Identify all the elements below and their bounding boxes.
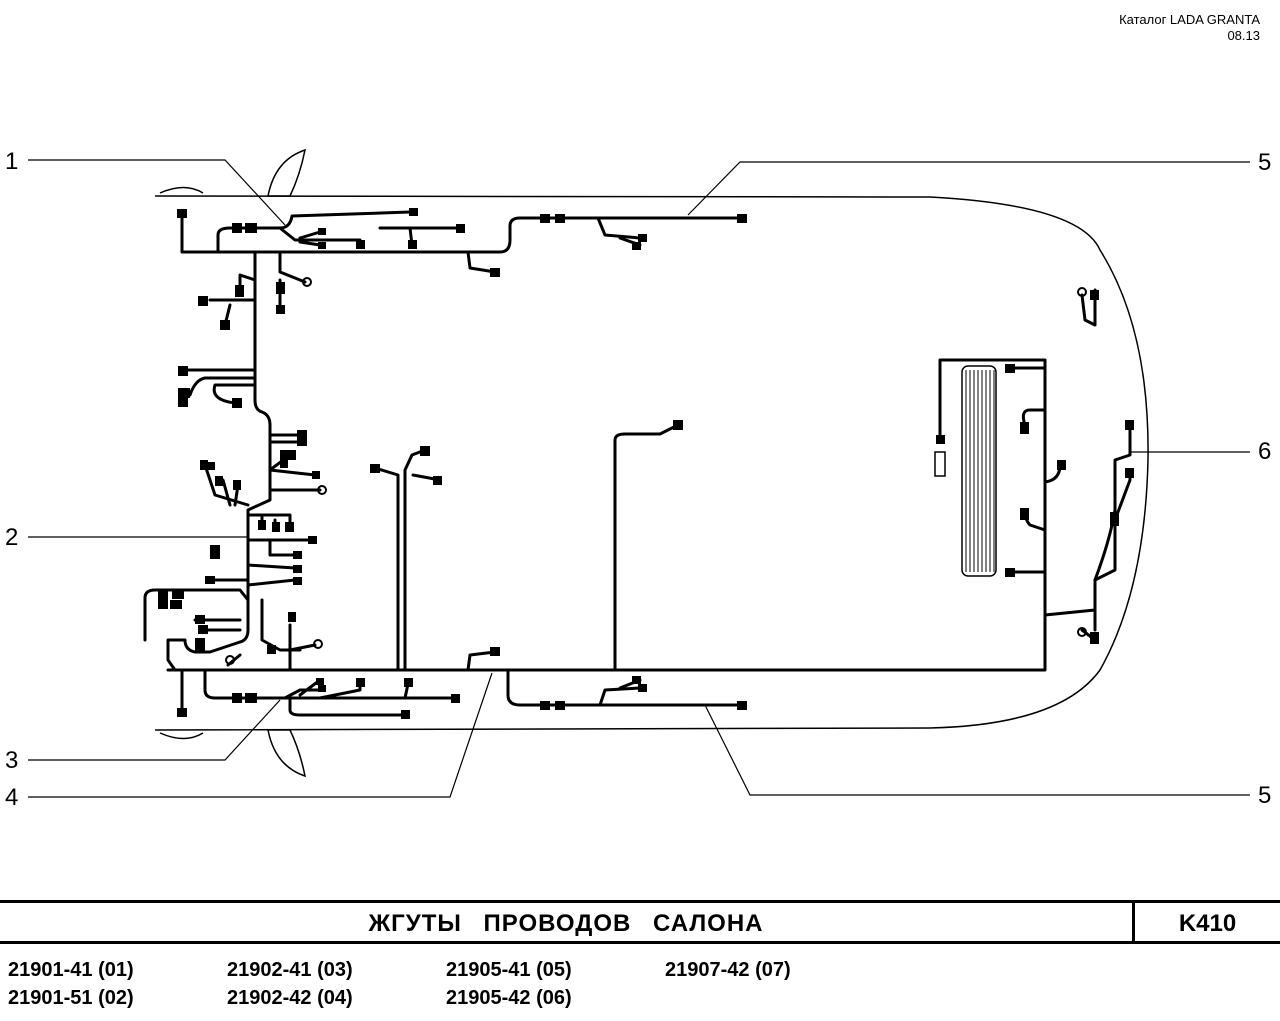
left-mirror-top: [267, 148, 306, 197]
callout-2: 2: [5, 524, 19, 551]
callout-5-top: 5: [1258, 149, 1272, 176]
catalog-title: Каталог LADA GRANTA: [1119, 12, 1260, 27]
page-title: ЖГУТЫ ПРОВОДОВ САЛОНА: [368, 910, 764, 937]
part-code: 21902-42 (04): [227, 987, 353, 1009]
title-bar: ЖГУТЫ ПРОВОДОВ САЛОНА K410: [0, 900, 1280, 944]
left-mirror-bottom: [267, 729, 306, 778]
part-code: 21905-42 (06): [446, 987, 572, 1009]
part-code: 21901-41 (01): [8, 959, 134, 981]
callout-6: 6: [1258, 438, 1272, 465]
callout-1: 1: [5, 148, 19, 175]
ground-terminals: [225, 277, 1087, 665]
rear-window-heater: [934, 365, 997, 577]
page-code: K410: [1132, 903, 1280, 941]
leader-lines: [28, 159, 1250, 798]
part-code: 21905-41 (05): [446, 959, 572, 981]
wiring-diagram: [28, 148, 1250, 798]
callout-3: 3: [5, 747, 19, 774]
catalog-header: Каталог LADA GRANTA 08.13: [1119, 12, 1260, 44]
part-code: 21902-41 (03): [227, 959, 353, 981]
callout-5-bottom: 5: [1258, 782, 1272, 809]
car-body-outline: [154, 148, 1149, 778]
part-code: 21907-42 (07): [665, 959, 791, 981]
callout-4: 4: [5, 784, 19, 811]
connectors: [158, 208, 1134, 719]
catalog-date: 08.13: [1227, 28, 1260, 43]
part-code: 21901-51 (02): [8, 987, 134, 1009]
